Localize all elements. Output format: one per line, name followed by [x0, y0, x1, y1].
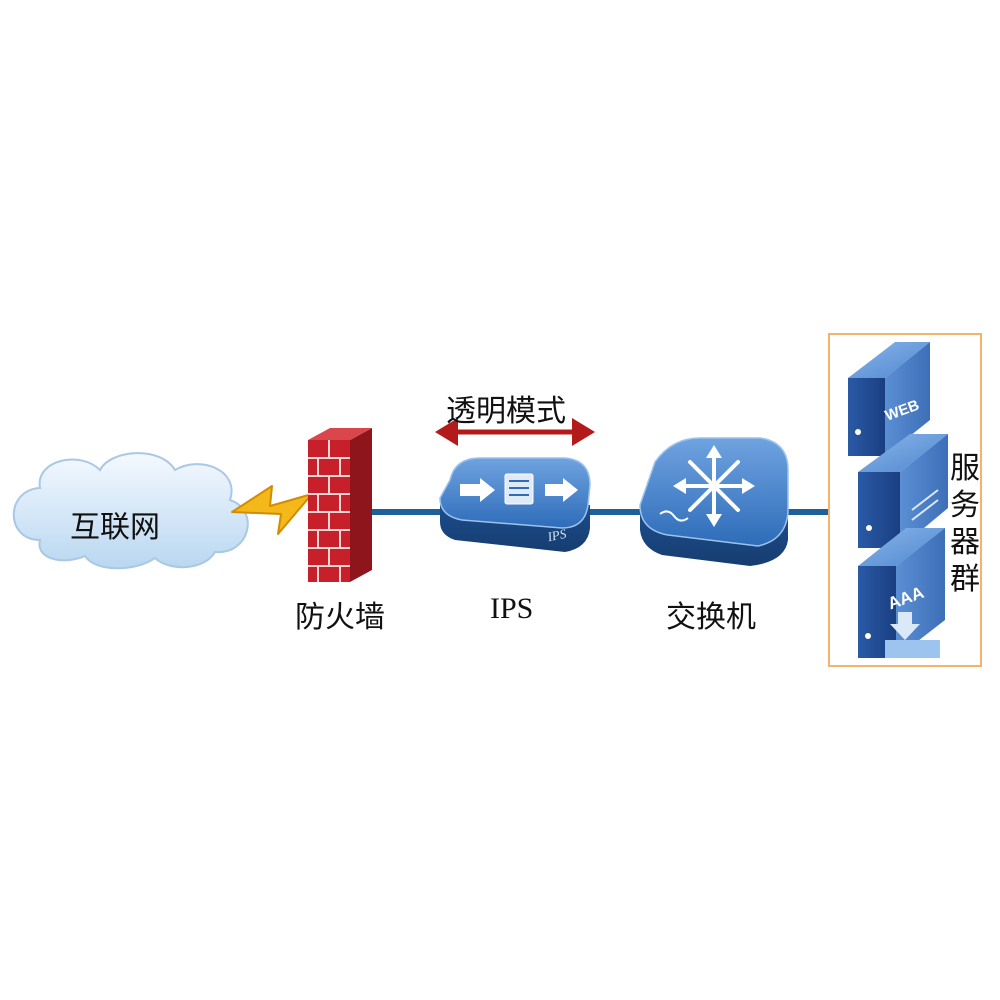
server-group-label: 服务器群	[950, 451, 980, 597]
transparent-mode-arrow	[435, 418, 595, 446]
cloud-icon	[12, 452, 249, 570]
transparent-mode-label: 透明模式	[446, 394, 566, 429]
switch-icon	[639, 437, 789, 566]
firewall-icon	[308, 428, 372, 582]
switch-label: 交换机	[666, 600, 756, 635]
aaa-server-icon: AAA	[858, 528, 945, 658]
ips-label: IPS	[490, 592, 534, 625]
ips-device-text: IPS	[545, 526, 568, 545]
web-server-icon: WEB	[848, 342, 930, 456]
server-icon	[858, 434, 948, 548]
firewall-label: 防火墙	[295, 600, 385, 635]
server-group-box	[828, 333, 982, 667]
ips-device-icon: IPS	[439, 457, 591, 552]
internet-label: 互联网	[70, 510, 160, 545]
